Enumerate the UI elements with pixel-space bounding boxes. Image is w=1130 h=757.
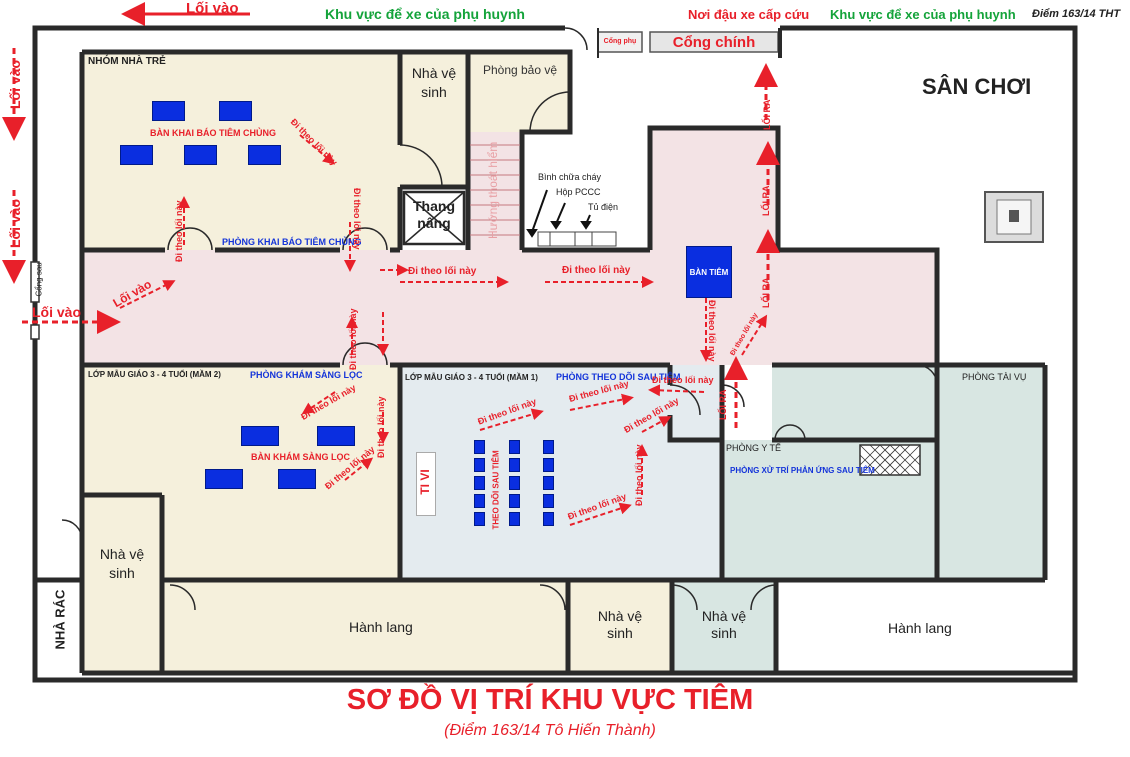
corridor-right-label: Hành lang: [888, 620, 952, 636]
chair-10: [509, 512, 520, 526]
follow-way-7: Đi theo lối này: [707, 300, 717, 362]
follow-way-2: Đi theo lối này: [174, 200, 184, 262]
desk-declaration-2: [219, 101, 252, 121]
elevator-label: Thang nâng: [413, 198, 455, 231]
chair-5: [474, 512, 485, 526]
exit-label-1: LỐI RA: [762, 99, 772, 131]
declaration-desk-label: BÀN KHAI BÁO TIÊM CHỦNG: [150, 128, 276, 138]
entrance-left-3: Lối vào: [32, 304, 82, 320]
monitoring-room-label: PHÒNG THEO DÕI SAU TIÊM: [556, 372, 681, 382]
desk-screening-2: [317, 426, 355, 446]
desk-screening-4: [278, 469, 316, 489]
injection-desk-label: BÀN TIÊM: [689, 267, 729, 277]
chair-12: [543, 458, 554, 472]
follow-way-9: Đi theo lối này: [652, 375, 714, 385]
desk-screening-1: [241, 426, 279, 446]
exit-label-4: LỐI RA: [718, 389, 728, 421]
fire-extinguisher-label: Bình chữa cháy: [538, 172, 602, 182]
evacuation-label: Hướng thoát hiểm: [486, 141, 500, 239]
class-m2-label: LỚP MẪU GIÁO 3 - 4 TUỔI (MẦM 2): [88, 370, 221, 379]
screening-room-label: PHÒNG KHÁM SÀNG LỌC: [250, 370, 363, 380]
toilet-top-room: [400, 52, 468, 187]
chair-3: [474, 476, 485, 490]
main-gate: Cổng chính: [672, 33, 756, 51]
electric-cabinet-label: Tủ điện: [588, 202, 619, 212]
stair-area: [470, 132, 522, 250]
chair-1: [474, 440, 485, 454]
entrance-left-2: Lối vào: [7, 198, 23, 248]
chair-14: [543, 494, 554, 508]
follow-way-16: Đi theo lối này: [634, 444, 644, 506]
exit-label-2: LỐI RA: [761, 185, 771, 217]
desk-declaration-1: [152, 101, 185, 121]
toilet-right-label: Nhà vệ sinh: [701, 608, 747, 641]
playground-label: SÂN CHƠI: [922, 74, 1032, 99]
medical-room-label: PHÒNG Y TẾ: [726, 443, 782, 453]
follow-way-5: Đi theo lối này: [562, 265, 631, 276]
entrance-left-top: Lối vào: [186, 0, 239, 17]
desk-screening-3: [205, 469, 243, 489]
finance-room-fill: [937, 365, 1045, 580]
toilet-left-room: [82, 495, 162, 673]
chair-13: [543, 476, 554, 490]
point-code: Điểm 163/14 THT: [1032, 8, 1121, 20]
guard-room: [470, 52, 570, 132]
side-gate: Cổng phụ: [603, 38, 637, 45]
tv-box: [416, 452, 436, 516]
chair-15: [543, 512, 554, 526]
declaration-room-label: PHÒNG KHAI BÁO TIÊM CHỦNG: [222, 237, 362, 247]
desk-declaration-5: [248, 145, 281, 165]
trash-house: NHÀ RÁC: [52, 589, 68, 650]
follow-way-3: Đi theo lối này: [352, 188, 362, 250]
chair-8: [509, 476, 520, 490]
parking-parents-left: Khu vực để xe của phụ huynh: [325, 6, 525, 22]
chair-9: [509, 494, 520, 508]
corridor-main: [82, 250, 937, 365]
parking-parents-right: Khu vực để xe của phụ huynh: [830, 7, 1016, 22]
chair-6: [509, 440, 520, 454]
corridor-left-room: [162, 580, 568, 673]
tv-label: TI VI: [418, 469, 432, 495]
injection-desk: BÀN TIÊM: [686, 246, 732, 298]
chair-4: [474, 494, 485, 508]
footer-title: SƠ ĐỒ VỊ TRÍ KHU VỰC TIÊM: [346, 684, 754, 716]
follow-way-6: Đi theo lối này: [348, 308, 358, 370]
toilet-left-label: Nhà vệ sinh: [99, 546, 145, 581]
footer-subtitle: (Điểm 163/14 Tô Hiến Thành): [444, 722, 656, 739]
finance-room-label: PHÒNG TÀI VỤ: [962, 372, 1027, 382]
toilet-mid-label: Nhà vệ sinh: [597, 608, 643, 641]
fire-box-label: Hộp PCCC: [556, 187, 601, 197]
screening-desk-label: BÀN KHÁM SÀNG LỌC: [251, 452, 350, 462]
desk-declaration-3: [120, 145, 153, 165]
reaction-room-label: PHÒNG XỬ TRÍ PHẢN ỨNG SAU TIÊM: [730, 466, 875, 475]
chair-7: [509, 458, 520, 472]
class-m1-label: LỚP MẪU GIÁO 3 - 4 TUỔI (MẦM 1): [405, 373, 538, 382]
class-m1-room: [400, 365, 722, 580]
corridor-left-label: Hành lang: [349, 619, 413, 635]
chair-2: [474, 458, 485, 472]
guard-room-label: Phòng bảo vệ: [482, 63, 558, 77]
exit-label-3: LỐI RA: [761, 277, 771, 309]
entrance-left-1: Lối vào: [7, 59, 23, 109]
toilet-right-room: [672, 580, 776, 673]
follow-way-4: Đi theo lối này: [408, 266, 477, 277]
monitoring-area-label: THEO DÕI SAU TIÊM: [491, 450, 501, 530]
emergency-parking: Nơi đậu xe cấp cứu: [688, 7, 810, 22]
nursery-title: NHÓM NHÀ TRẺ: [88, 56, 166, 67]
toilet-top-label: Nhà vệ sinh: [411, 65, 457, 100]
back-gate: Cổng sau: [34, 262, 44, 297]
desk-declaration-4: [184, 145, 217, 165]
chair-11: [543, 440, 554, 454]
toilet-mid-room: [568, 580, 672, 673]
